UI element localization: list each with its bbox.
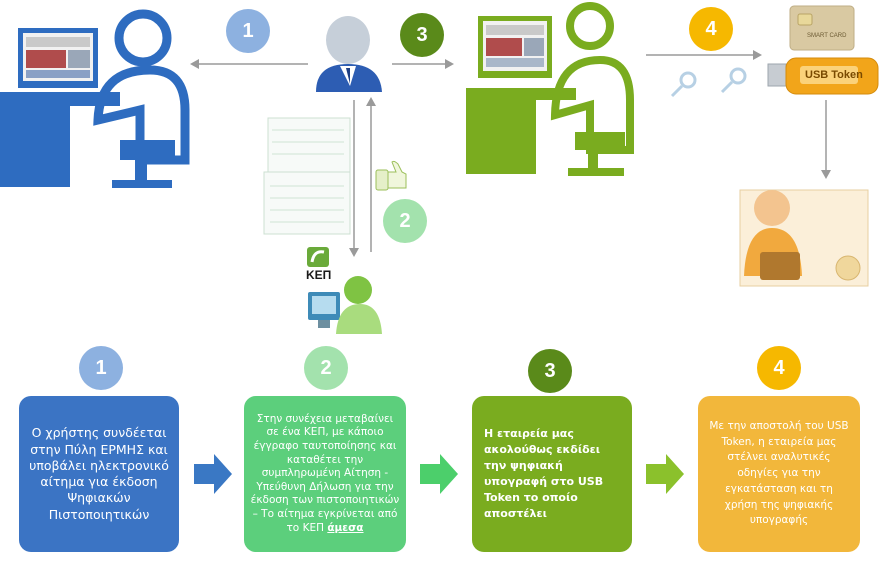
- kep-clerk-icon: [308, 276, 382, 334]
- arrow-down-to-kep-icon: [349, 100, 359, 257]
- step-arrow-1-icon: [194, 454, 232, 494]
- step-2-emphasis: άμεσα: [327, 521, 364, 534]
- documents-icon: [263, 117, 351, 235]
- step-arrow-2-icon: [420, 454, 458, 494]
- businessman-icon: [316, 16, 382, 92]
- step-2-number-badge: 2: [304, 346, 348, 390]
- step-1-box: Ο χρήστης συνδέεται στην Πύλη ΕΡΜΗΣ και …: [19, 396, 179, 552]
- step-4-box: Με την αποστολή του USB Token, η εταιρεί…: [698, 396, 860, 552]
- process-illustration: [0, 2, 879, 334]
- usb-token-label: USB Token: [805, 69, 863, 81]
- step-1-number-badge: 1: [79, 346, 123, 390]
- top-step-1-badge: 1: [226, 9, 270, 53]
- step-arrow-3-icon: [646, 454, 684, 494]
- thumbs-up-icon: [375, 160, 407, 191]
- step-3-number-badge: 3: [528, 349, 572, 393]
- keys-icon: [670, 67, 747, 98]
- green-workstation-icon: [466, 2, 634, 176]
- kep-logo-icon: [307, 247, 329, 267]
- arrow-to-company-icon: [392, 59, 454, 69]
- top-step-3-badge: 3: [400, 13, 444, 57]
- arrow-to-user-icon: [190, 59, 308, 69]
- top-step-2-badge: 2: [383, 199, 427, 243]
- smart-card-label: SMART CARD: [807, 33, 847, 39]
- step-1-text: Ο χρήστης συνδέεται στην Πύλη ΕΡΜΗΣ και …: [29, 425, 169, 522]
- step-3-text: Η εταιρεία μας ακολούθως εκδίδει την ψηφ…: [484, 427, 604, 520]
- top-step-4-badge: 4: [689, 7, 733, 51]
- step-2-box: Στην συνέχεια μεταβαίνει σε ένα ΚΕΠ, με …: [244, 396, 406, 552]
- step-3-box: Η εταιρεία μας ακολούθως εκδίδει την ψηφ…: [472, 396, 632, 552]
- usb-token-icon: [767, 57, 879, 95]
- step-4-number-badge: 4: [757, 346, 801, 390]
- blue-workstation-icon: [0, 9, 190, 188]
- smart-card-icon: [789, 5, 855, 51]
- step-2-text-wrap: Στην συνέχεια μεταβαίνει σε ένα ΚΕΠ, με …: [250, 413, 400, 536]
- arrow-to-certificate-icon: [821, 100, 831, 179]
- kep-label: ΚΕΠ: [306, 268, 332, 282]
- arrow-to-token-icon: [646, 50, 762, 60]
- arrow-up-from-kep-icon: [366, 97, 376, 252]
- step-2-text: Στην συνέχεια μεταβαίνει σε ένα ΚΕΠ, με …: [250, 412, 400, 534]
- step-4-text: Με την αποστολή του USB Token, η εταιρεί…: [709, 419, 849, 527]
- certificate-user-icon: [739, 189, 869, 287]
